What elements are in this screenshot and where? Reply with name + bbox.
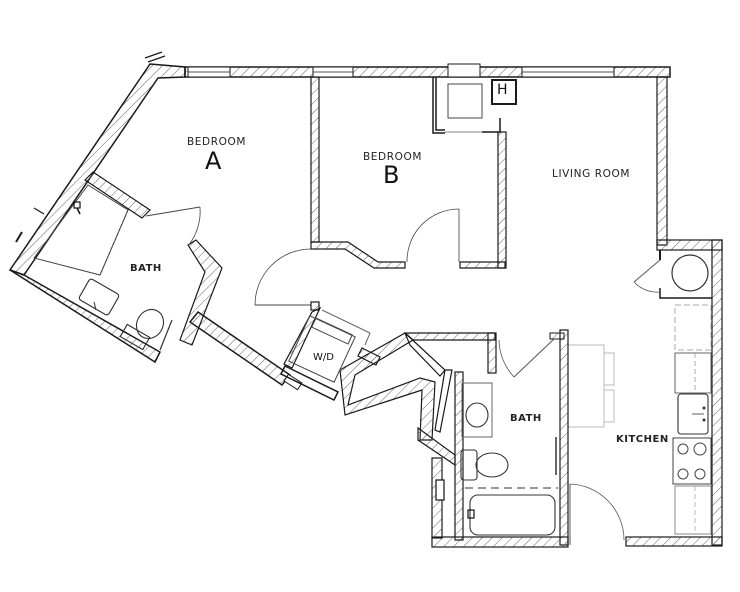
bedroom-b-label: BEDROOM: [363, 151, 423, 163]
hvac-label: H: [497, 82, 508, 98]
kitchen: [567, 239, 723, 547]
bedroom-a-letter: A: [205, 147, 222, 175]
bath-b-label: BATH: [510, 413, 542, 424]
kitchen-label: KITCHEN: [616, 434, 669, 445]
bedroom-divider-wall: [310, 76, 320, 243]
bedroom-a-door: [254, 248, 320, 311]
top-exterior-wall: [184, 63, 671, 78]
washer-dryer-label: W/D: [313, 352, 334, 363]
bath-a-label: BATH: [130, 263, 162, 274]
left-diagonal-wall: [8, 51, 186, 276]
bedroom-b-letter: B: [383, 161, 400, 189]
bedroom-b-bottom-wall: [310, 131, 507, 269]
bath-a: [33, 171, 223, 351]
living-room-right-wall: [656, 76, 723, 251]
angled-hall-wall: [339, 332, 456, 539]
bath-b: [403, 329, 569, 548]
bedroom-a-label: BEDROOM: [187, 136, 247, 148]
bath-a-outer-wall: [9, 269, 303, 391]
closet-hvac: [432, 77, 517, 134]
living-room-label: LIVING ROOM: [552, 168, 631, 180]
laundry-closet: [279, 306, 381, 402]
